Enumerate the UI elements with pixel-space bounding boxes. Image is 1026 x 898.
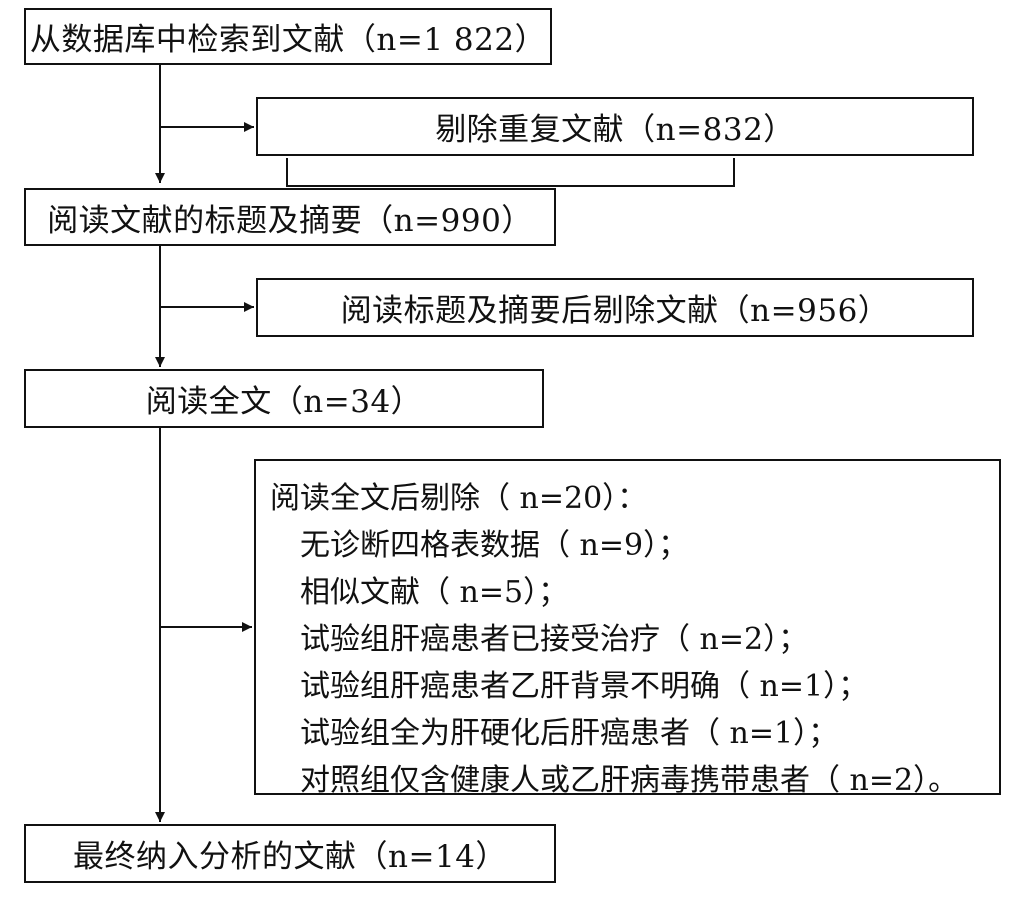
final-included-label: 最终纳入分析的文献（n=14） bbox=[73, 839, 507, 875]
exclusion-reason-2: 相似文献（ n=5）； bbox=[300, 575, 569, 610]
exclusion-reason-6: 对照组仅含健康人或乙肝病毒携带患者（ n=2）。 bbox=[300, 763, 959, 798]
retrieved-label: 从数据库中检索到文献（n=1 822） bbox=[29, 22, 547, 58]
fulltext-excluded-title: 阅读全文后剔除（ n=20）： bbox=[270, 481, 648, 516]
exclusion-reason-1: 无诊断四格表数据（ n=9）； bbox=[300, 528, 689, 563]
exclusion-reason-4: 试验组肝癌患者乙肝背景不明确（ n=1）； bbox=[300, 669, 869, 704]
box-final-included: 最终纳入分析的文献（n=14） bbox=[24, 824, 556, 883]
box-abstract-excluded: 阅读标题及摘要后剔除文献（n=956） bbox=[256, 278, 974, 337]
box-duplicates-removed: 剔除重复文献（n=832） bbox=[256, 97, 974, 156]
fulltext-label: 阅读全文（n=34） bbox=[145, 384, 423, 420]
box-fulltext-excluded: 阅读全文后剔除（ n=20）： 无诊断四格表数据（ n=9）； 相似文献（ n=… bbox=[254, 459, 1001, 798]
exclusion-reason-5: 试验组全为肝硬化后肝癌患者（ n=1）； bbox=[300, 716, 839, 751]
abstract-excluded-label: 阅读标题及摘要后剔除文献（n=956） bbox=[340, 293, 890, 329]
duplicates-label: 剔除重复文献（n=832） bbox=[435, 112, 795, 148]
box-retrieved: 从数据库中检索到文献（n=1 822） bbox=[24, 8, 552, 65]
title-abstract-label: 阅读文献的标题及摘要（n=990） bbox=[47, 202, 533, 239]
exclusion-reason-3: 试验组肝癌患者已接受治疗（ n=2）； bbox=[300, 622, 809, 657]
bracket-line bbox=[286, 158, 735, 187]
box-title-abstract: 阅读文献的标题及摘要（n=990） bbox=[24, 188, 556, 246]
box-fulltext: 阅读全文（n=34） bbox=[24, 369, 544, 428]
